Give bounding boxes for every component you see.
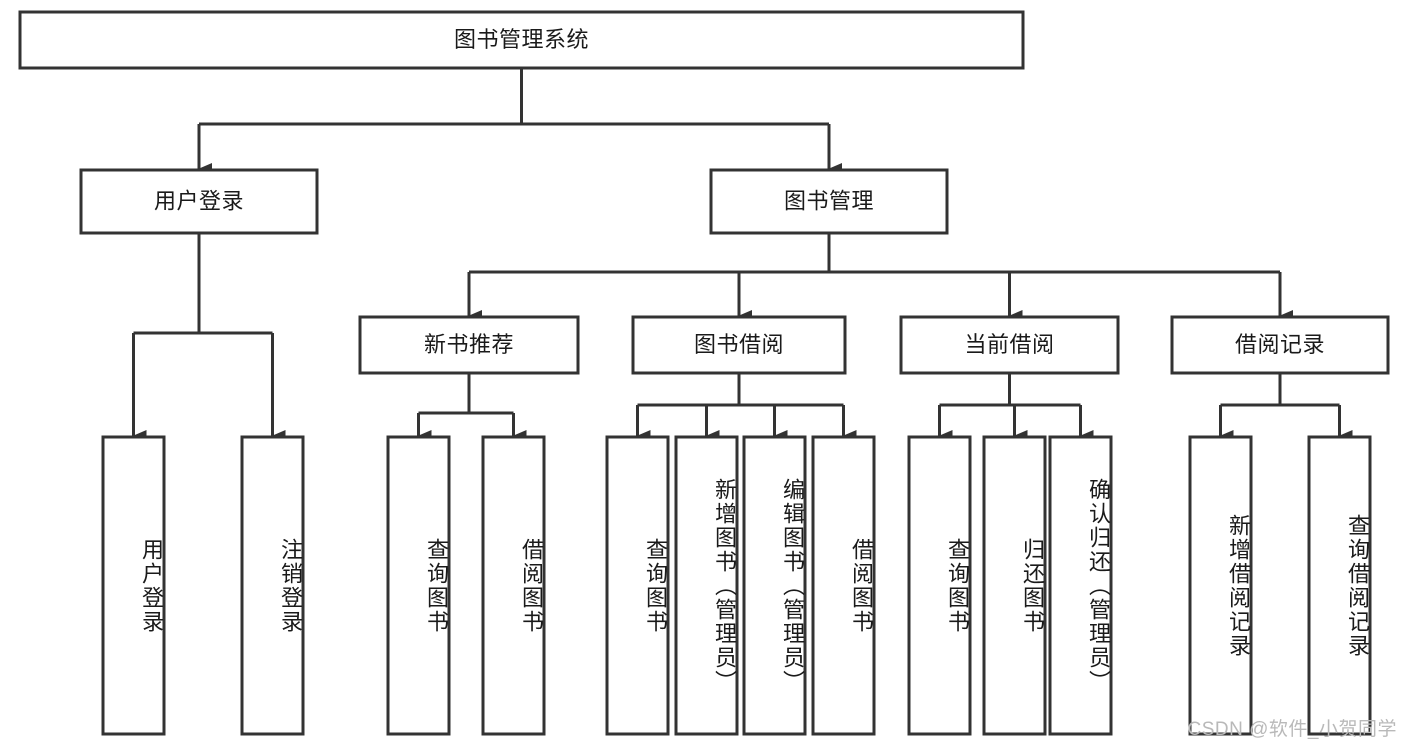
node-label-user-login: 用户登录: [154, 188, 244, 213]
connector-layer: [132, 68, 1353, 442]
node-box-leaf-query-book-cur[interactable]: [907, 435, 972, 736]
node-label-borrow-record: 借阅记录: [1235, 332, 1325, 357]
node-box-leaf-borrow-book-rec[interactable]: [481, 435, 546, 736]
node-box-leaf-user-login[interactable]: [101, 435, 166, 736]
node-box-current-borrow[interactable]: [899, 315, 1120, 375]
node-label-current-borrow: 当前借阅: [964, 332, 1054, 357]
watermark-text: CSDN @软件_小贺同学: [1187, 719, 1397, 740]
node-box-leaf-borrow-book[interactable]: [811, 435, 876, 736]
node-box-leaf-query-record[interactable]: [1307, 435, 1372, 736]
node-box-layer: [18, 10, 1390, 736]
node-box-leaf-query-book-rec[interactable]: [386, 435, 451, 736]
node-box-leaf-query-book-borrow[interactable]: [605, 435, 670, 736]
node-box-user-login[interactable]: [79, 168, 319, 235]
node-box-leaf-edit-book[interactable]: [742, 435, 807, 736]
node-box-leaf-return-book[interactable]: [982, 435, 1047, 736]
node-box-leaf-add-record[interactable]: [1188, 435, 1253, 736]
node-box-book-manage[interactable]: [709, 168, 949, 235]
node-box-book-borrow[interactable]: [631, 315, 847, 375]
node-box-borrow-record[interactable]: [1170, 315, 1390, 375]
node-box-leaf-logout[interactable]: [240, 435, 305, 736]
node-label-book-borrow: 图书借阅: [694, 332, 784, 357]
node-label-new-book-recommend: 新书推荐: [424, 332, 514, 357]
node-box-root[interactable]: [18, 10, 1025, 70]
node-box-new-book-recommend[interactable]: [358, 315, 580, 375]
node-label-root: 图书管理系统: [454, 27, 589, 52]
node-box-leaf-confirm-return[interactable]: [1048, 435, 1113, 736]
node-label-book-manage: 图书管理: [784, 188, 874, 213]
node-box-leaf-add-book[interactable]: [674, 435, 739, 736]
